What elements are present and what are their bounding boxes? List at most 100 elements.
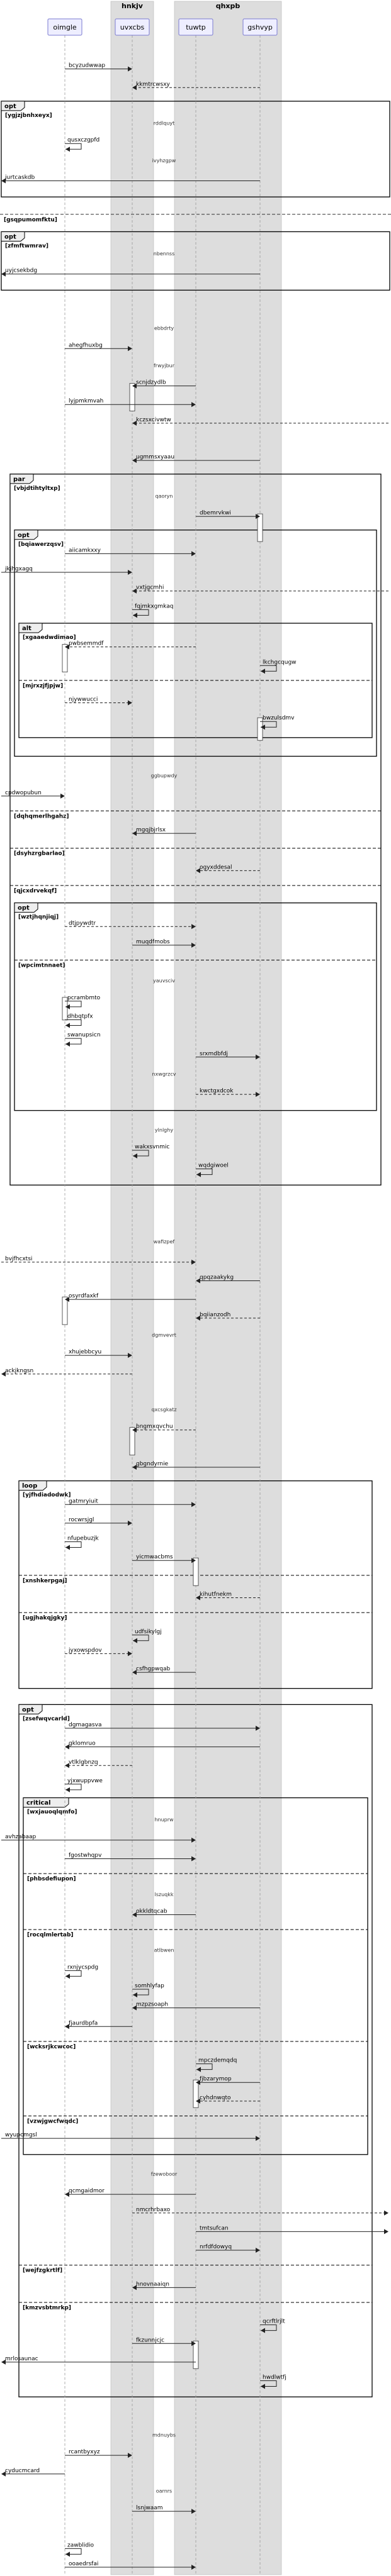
message-label: avhzabaap (5, 1834, 37, 1840)
message-label: nfupebuzjk (67, 1536, 99, 1542)
message-label: fqjmkxgmkaq (135, 603, 173, 609)
arrow-head (132, 1427, 137, 1433)
message-label: fjaurdbpfa (69, 2020, 98, 2026)
message-note: rddlquyt (154, 121, 175, 126)
self-message: pcrambmto (65, 995, 101, 1009)
arrow-head (256, 1054, 260, 1060)
message-note: dgmvevrt (152, 1332, 176, 1338)
message-label: rcantbyxyz (69, 2449, 100, 2455)
arrow-head (196, 1315, 200, 1321)
message: fjbzarymop (196, 2076, 260, 2085)
message-label: dhbqtpfx (67, 1014, 93, 1020)
message-label: njywwucci (69, 697, 98, 703)
participant-head-gshvyp (242, 18, 278, 36)
message: nrfdfdowyq (196, 2244, 260, 2253)
fragment-border (23, 1797, 368, 2155)
self-message: swanupsicn (65, 1032, 101, 1047)
arrow-head (261, 669, 265, 674)
arrow-head (65, 1744, 69, 1750)
self-message: hwdlwtfj (260, 2375, 286, 2389)
section-guard: [mjrxzjfjpjw] (23, 683, 63, 689)
message-label: uyjcsekbdg (5, 268, 37, 274)
message: dbemrvkwi (196, 510, 260, 519)
fragment-opt: opt[zsefwqvcarld][wejfzgkrtlf][kmzvsbtmr… (18, 1704, 373, 2397)
fragment-kind: opt (4, 103, 16, 110)
message: muqdfmobs (132, 939, 196, 948)
fragment-border (18, 1704, 373, 2397)
self-message-line (196, 1169, 213, 1175)
fragment-guard: [ygjzjbnhxeyx] (5, 113, 52, 119)
arrow-head (132, 420, 137, 426)
message-label: udfsikylgj (135, 1629, 162, 1635)
arrow-head (1, 1371, 6, 1377)
self-message-line (65, 2548, 82, 2555)
message-label: ogyxddesal (200, 864, 232, 870)
message-label: jurtcaskdb (4, 175, 35, 181)
fragment-tab (18, 1704, 43, 1714)
self-message: bwzulsdmv (260, 715, 295, 730)
arrow-head (132, 831, 137, 836)
fragment-guard: [yjfhdiadodwk] (23, 1492, 71, 1499)
arrow-head (65, 2192, 69, 2197)
message-label: muqdfmobs (136, 939, 170, 945)
section-guard: [xnshkerpgaj] (23, 1578, 67, 1584)
arrow-head (133, 613, 137, 618)
message-label: kihutfnekm (200, 1591, 232, 1597)
message: kczsxcivwtw (132, 417, 388, 426)
arrow-head (65, 1974, 70, 1979)
message: cyducmcard (1, 2468, 65, 2477)
fragment-kind: alt (22, 625, 31, 632)
message-note: atlbwen (154, 1948, 174, 1953)
message: kwctgxdcok (196, 1088, 260, 1097)
fragment-kind: opt (4, 233, 16, 240)
message-label: dtjpywdtr (69, 920, 96, 926)
message-label: mzpzsoaph (136, 2002, 168, 2008)
message: bqiianzodh (196, 1312, 260, 1321)
fragment-kind: critical (26, 1800, 51, 1807)
arrow-head (65, 1023, 70, 1028)
self-message: nfupebuzjk (65, 1536, 99, 1550)
fragment-tab (1, 101, 25, 111)
message-label: ackjkngsn (5, 1368, 33, 1374)
self-message: dhbqtpfx (65, 1014, 93, 1028)
section-guard: [dqhqmerlhgahz] (14, 813, 69, 819)
self-message: qusxczgpfd (65, 137, 99, 152)
message: mrlosaunac (1, 2356, 196, 2365)
combined-fragments: opt[ygjzjbnhxeyx][gsqpumomfktu]opt[zfmft… (0, 101, 391, 2397)
self-message-line (65, 1038, 82, 1045)
message: okkldtqcab (132, 1908, 196, 1918)
section-guard: [gsqpumomfktu] (4, 217, 57, 223)
arrow-head (1, 2471, 6, 2477)
arrow-head (261, 724, 265, 730)
message-label: mpczdemqdq (198, 2058, 237, 2064)
arrow-head (65, 644, 69, 650)
message: fgostwhqpv (65, 1853, 196, 1862)
arrow-head (132, 1464, 137, 1470)
self-message-line (260, 665, 277, 672)
section-guard: [dsyhzrgbarlao] (14, 851, 65, 857)
message-label: wqdgiwoel (198, 1163, 229, 1169)
section-guard: [rocqlmlertab] (27, 1932, 74, 1938)
message-label: somhlyfap (135, 1983, 164, 1989)
fragment-opt: opt[bqiawerzqsv] (14, 530, 377, 757)
fragment-opt: opt [ygjzjbnhxeyx] (1, 101, 390, 197)
arrow-head (256, 2136, 260, 2141)
participant-head-tuwtp (178, 18, 213, 36)
message-note: ebbdrty (154, 326, 174, 331)
message-label: lkchgcqugw (263, 659, 297, 665)
message: gatmryiuit (65, 1498, 196, 1507)
fragment-tab (14, 902, 38, 913)
message-label: hwdlwtfj (263, 2375, 286, 2381)
arrow-head (191, 2565, 196, 2570)
fragment-border (18, 1480, 373, 1689)
message-label: dbemrvkwi (200, 510, 231, 516)
activation-bar (193, 2340, 199, 2369)
message-note: lszuqkk (154, 1892, 173, 1897)
message-label: kwctgxdcok (200, 1088, 234, 1094)
message: tmtsufcan (196, 2225, 388, 2235)
self-message-line (196, 2063, 213, 2070)
fragment-kind: opt (18, 532, 30, 539)
message-label: rxnjycspdg (67, 1964, 98, 1970)
message: mzpzsoaph (132, 2002, 260, 2011)
self-message: somhlyfap (132, 1983, 164, 1998)
